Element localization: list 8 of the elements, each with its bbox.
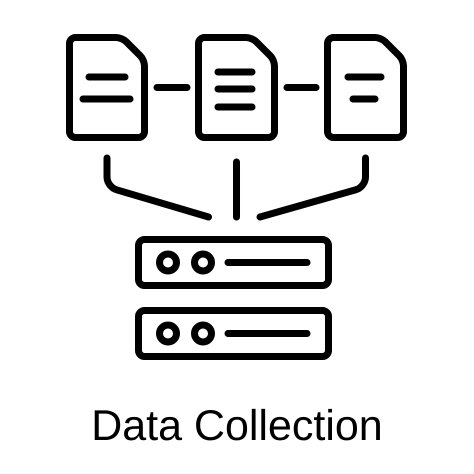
connector-line: [154, 84, 190, 91]
document-icon: [324, 34, 407, 141]
connector-line: [233, 158, 240, 220]
server-icon: [135, 236, 332, 360]
caption: Data Collection: [94, 408, 380, 440]
document-icon: [66, 34, 148, 141]
document-icon: [195, 34, 278, 141]
connector-line: [284, 84, 320, 91]
